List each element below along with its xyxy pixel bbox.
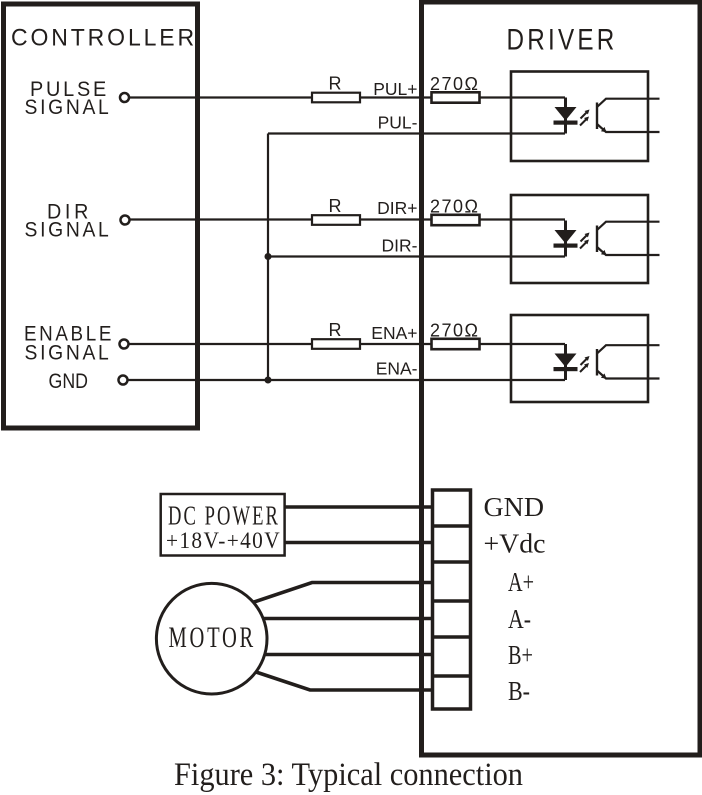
svg-text:270Ω: 270Ω — [430, 321, 478, 341]
svg-text:PUL+: PUL+ — [373, 79, 417, 99]
svg-text:+Vdc: +Vdc — [484, 529, 546, 559]
svg-text:R: R — [329, 196, 342, 216]
svg-text:MOTOR: MOTOR — [169, 621, 257, 654]
svg-text:SIGNAL: SIGNAL — [25, 95, 112, 119]
svg-text:A+: A+ — [508, 567, 534, 597]
svg-text:DC POWER: DC POWER — [168, 501, 280, 531]
svg-text:270Ω: 270Ω — [430, 74, 478, 94]
svg-text:R: R — [329, 320, 342, 340]
svg-text:Figure 3: Typical connection: Figure 3: Typical connection — [174, 757, 523, 793]
svg-text:CONTROLLER: CONTROLLER — [11, 25, 197, 52]
svg-text:+18V-+40V: +18V-+40V — [166, 528, 281, 554]
svg-text:SIGNAL: SIGNAL — [25, 218, 112, 242]
svg-text:A-: A- — [508, 604, 531, 634]
svg-text:GND: GND — [49, 370, 89, 393]
svg-text:DRIVER: DRIVER — [507, 24, 618, 57]
svg-text:PUL-: PUL- — [378, 113, 418, 133]
svg-text:DIR+: DIR+ — [377, 198, 417, 218]
svg-text:270Ω: 270Ω — [430, 197, 478, 217]
svg-text:GND: GND — [484, 492, 545, 522]
svg-text:ENA+: ENA+ — [371, 323, 417, 343]
svg-text:B-: B- — [508, 676, 530, 706]
svg-text:B+: B+ — [508, 640, 533, 670]
svg-text:DIR-: DIR- — [382, 236, 418, 256]
svg-text:R: R — [329, 74, 342, 94]
svg-text:PULSE: PULSE — [30, 77, 109, 101]
svg-text:SIGNAL: SIGNAL — [25, 341, 112, 365]
svg-text:DIR: DIR — [47, 200, 92, 224]
svg-text:ENA-: ENA- — [376, 359, 418, 379]
svg-text:ENABLE: ENABLE — [24, 322, 114, 346]
